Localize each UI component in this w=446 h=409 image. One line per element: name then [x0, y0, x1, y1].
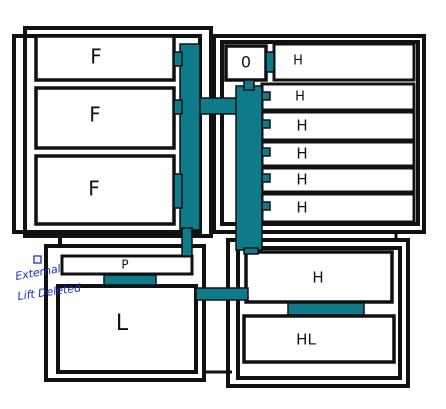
- upper-left-inner-frame: [23, 26, 213, 238]
- connector-lines: [204, 232, 398, 374]
- hl-box-1: [244, 250, 394, 304]
- f-label-3: F: [88, 177, 100, 201]
- lower-crossover-duct: [195, 287, 249, 301]
- h-box-6: [260, 192, 416, 224]
- h-label-2: H: [295, 90, 305, 105]
- f-branch-duct-3: [173, 173, 183, 209]
- main-vertical-duct-left: [179, 43, 201, 231]
- h-label-5: H: [296, 171, 307, 189]
- h-label-1: H: [293, 54, 303, 69]
- upper-right-block: [212, 34, 426, 234]
- p-box: [60, 254, 194, 276]
- h-branch-duct-6: [261, 201, 271, 211]
- annotation-line-1: External: [14, 262, 61, 283]
- lower-right-outer-frame: [226, 238, 410, 388]
- f-box-1: [34, 34, 176, 82]
- f-branch-duct-2: [173, 99, 183, 115]
- lower-right-inner-frame: [236, 246, 402, 380]
- l-label: L: [116, 311, 129, 336]
- f-branch-duct-1: [173, 51, 183, 67]
- h-label-4: H: [296, 145, 307, 163]
- h-label-6: H: [296, 199, 307, 217]
- p-duct: [103, 274, 157, 286]
- duct-network: [173, 43, 275, 301]
- h-branch-duct-3: [261, 119, 271, 129]
- annotation-square-icon: [33, 255, 42, 264]
- h-box-3: [260, 110, 416, 142]
- f-box-3: [34, 154, 176, 226]
- right-riser-duct: [243, 79, 255, 91]
- h-box-2: [260, 82, 416, 112]
- h-branch-duct-2: [261, 91, 271, 101]
- top-o-connector: [265, 51, 275, 73]
- upper-right-inner-frame: [220, 40, 420, 226]
- o-label: 0: [241, 53, 251, 72]
- f-label-2: F: [89, 103, 101, 127]
- f-label-1: F: [90, 45, 102, 69]
- h-box-4: [260, 140, 416, 168]
- crossover-duct: [199, 97, 239, 115]
- main-vertical-duct-right: [235, 85, 263, 251]
- hl-label-1: H: [312, 269, 323, 287]
- hl-duct: [287, 302, 365, 316]
- left-riser-duct: [181, 227, 193, 257]
- hl-label-2: HL: [296, 331, 316, 349]
- h-branch-duct-5: [261, 173, 271, 183]
- upper-right-outer-frame: [212, 34, 426, 234]
- lower-left-block: [44, 244, 206, 382]
- lower-left-outer-frame: [44, 244, 206, 382]
- p-label: P: [121, 258, 128, 272]
- h-branch-duct-4: [261, 147, 271, 157]
- f-box-2: [34, 86, 176, 150]
- h-label-3: H: [296, 117, 307, 135]
- h-box-5: [260, 166, 416, 194]
- annotation-line-2: Lift Deleted: [17, 281, 83, 303]
- hl-box-2: [242, 314, 396, 364]
- lower-left-inner-frame: [56, 284, 198, 374]
- right-lower-riser: [243, 247, 259, 255]
- lower-right-block: [226, 238, 410, 388]
